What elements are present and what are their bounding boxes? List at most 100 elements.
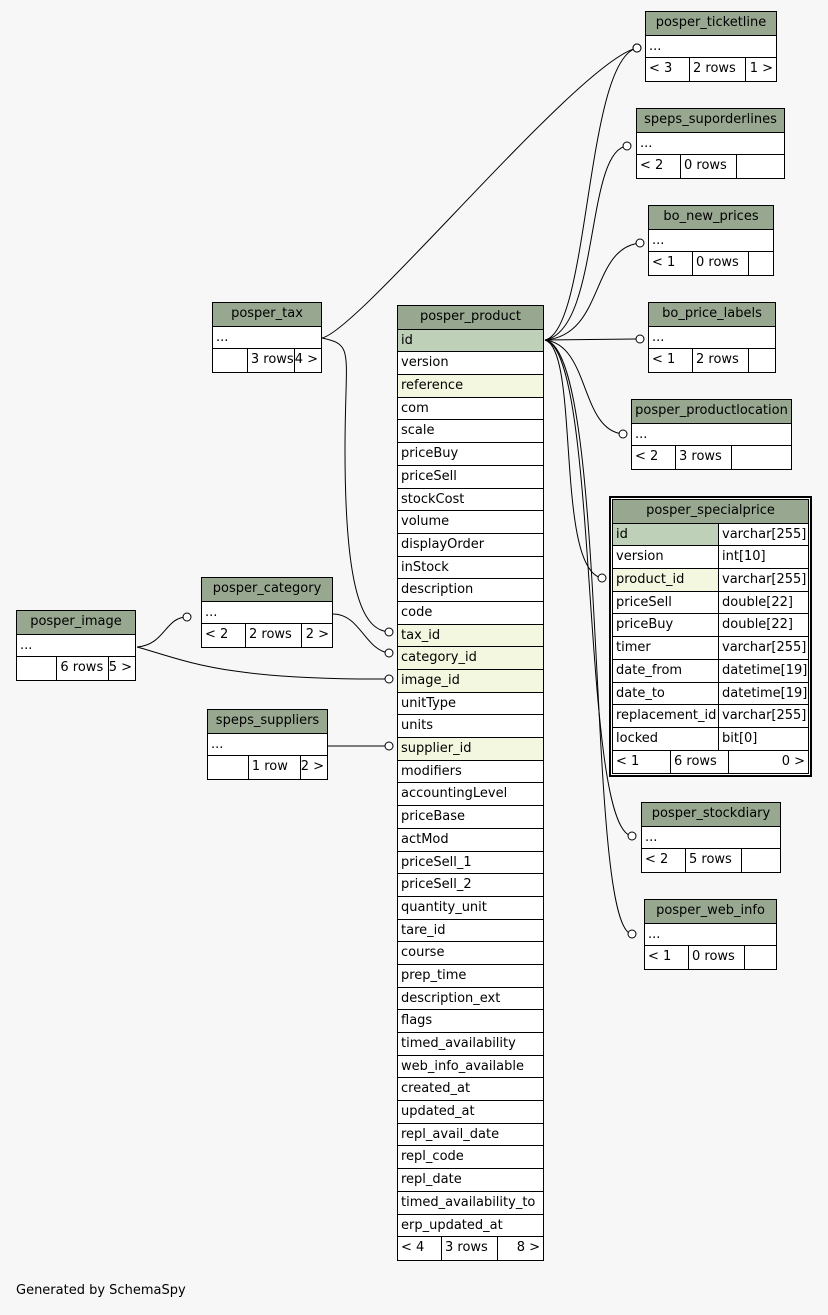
- children-link[interactable]: 2 >: [305, 627, 329, 643]
- column-row[interactable]: description: [398, 579, 543, 602]
- table-header[interactable]: posper_tax: [213, 303, 321, 327]
- column-row[interactable]: stockCost: [398, 489, 543, 512]
- column-row[interactable]: com: [398, 398, 543, 421]
- column-row[interactable]: actMod: [398, 829, 543, 852]
- children-link[interactable]: 4 >: [294, 352, 318, 368]
- table-header[interactable]: posper_product: [398, 306, 543, 330]
- column-row[interactable]: category_id: [398, 647, 543, 670]
- column-row[interactable]: ...: [642, 827, 780, 850]
- column-row[interactable]: displayOrder: [398, 534, 543, 557]
- table-header[interactable]: posper_image: [17, 611, 135, 635]
- column-row[interactable]: flags: [398, 1010, 543, 1033]
- column-row[interactable]: tax_id: [398, 624, 543, 648]
- column-row[interactable]: priceSell_2: [398, 874, 543, 897]
- children-link[interactable]: 1 >: [749, 61, 773, 77]
- column-row[interactable]: scale: [398, 420, 543, 444]
- column-row[interactable]: unitType: [398, 693, 543, 716]
- column-row[interactable]: modifiers: [398, 761, 543, 784]
- table-header[interactable]: speps_suporderlines: [637, 109, 784, 133]
- children-link[interactable]: [742, 849, 780, 872]
- column-row[interactable]: priceBase: [398, 806, 543, 829]
- parents-link[interactable]: < 1: [645, 946, 689, 970]
- column-row[interactable]: version: [398, 352, 543, 376]
- column-row[interactable]: ...: [213, 327, 321, 350]
- column-row[interactable]: ...: [637, 133, 784, 156]
- column-row[interactable]: ...: [649, 230, 773, 253]
- table-header[interactable]: bo_new_prices: [649, 206, 773, 230]
- column-row[interactable]: volume: [398, 511, 543, 534]
- column-row[interactable]: ...: [202, 602, 332, 625]
- table-header[interactable]: posper_category: [202, 578, 332, 602]
- children-link[interactable]: [745, 946, 776, 969]
- column-row[interactable]: units: [398, 715, 543, 739]
- column-row[interactable]: repl_avail_date: [398, 1124, 543, 1147]
- table-header[interactable]: posper_productlocation: [632, 400, 791, 424]
- column-row[interactable]: ...: [208, 734, 327, 757]
- column-row[interactable]: quantity_unit: [398, 897, 543, 920]
- parents-link[interactable]: < 1: [649, 252, 693, 276]
- column-row[interactable]: accountingLevel: [398, 783, 543, 807]
- column-row[interactable]: erp_updated_at: [398, 1215, 543, 1238]
- column-row[interactable]: tare_id: [398, 920, 543, 943]
- parents-link[interactable]: < 2: [642, 849, 686, 873]
- column-row[interactable]: repl_code: [398, 1146, 543, 1170]
- column-row[interactable]: supplier_id: [398, 738, 543, 761]
- column-row[interactable]: ...: [649, 327, 775, 350]
- table-header[interactable]: posper_web_info: [645, 900, 776, 924]
- column-row[interactable]: inStock: [398, 557, 543, 580]
- children-link[interactable]: [749, 349, 775, 372]
- children-link[interactable]: 2 >: [300, 759, 324, 775]
- column-row[interactable]: priceSell: [398, 466, 543, 489]
- column-row[interactable]: timed_availability_to: [398, 1192, 543, 1215]
- column-row[interactable]: id: [398, 329, 543, 353]
- parents-link[interactable]: < 2: [202, 624, 246, 648]
- parents-link[interactable]: < 1: [613, 750, 671, 774]
- parents-link[interactable]: < 2: [637, 155, 681, 179]
- children-link[interactable]: 0 >: [781, 753, 805, 769]
- column-row[interactable]: prep_time: [398, 965, 543, 988]
- column-row[interactable]: created_at: [398, 1078, 543, 1102]
- column-row[interactable]: ...: [645, 924, 776, 947]
- table-header[interactable]: posper_specialprice: [613, 500, 808, 524]
- children-link[interactable]: [749, 252, 773, 275]
- children-link[interactable]: [732, 446, 791, 469]
- column-row[interactable]: updated_at: [398, 1101, 543, 1124]
- parents-link[interactable]: [17, 657, 58, 681]
- table-header[interactable]: posper_ticketline: [646, 12, 776, 36]
- column-row[interactable]: timed_availability: [398, 1033, 543, 1056]
- table-header[interactable]: speps_suppliers: [208, 710, 327, 734]
- column-row[interactable]: description_ext: [398, 988, 543, 1011]
- children-link[interactable]: 8 >: [516, 1240, 540, 1256]
- column-row[interactable]: priceSell_1: [398, 852, 543, 875]
- column-row[interactable]: course: [398, 942, 543, 965]
- parents-link[interactable]: < 2: [632, 446, 676, 470]
- parents-link[interactable]: [213, 349, 248, 373]
- parents-link[interactable]: [208, 756, 249, 780]
- parents-link[interactable]: < 1: [649, 349, 693, 373]
- column-row[interactable]: ...: [17, 635, 135, 658]
- column-row[interactable]: ...: [632, 424, 791, 447]
- children-link[interactable]: [737, 155, 784, 178]
- column-row[interactable]: priceBuy: [398, 443, 543, 466]
- column-row[interactable]: repl_date: [398, 1169, 543, 1192]
- column-row[interactable]: reference: [398, 375, 543, 398]
